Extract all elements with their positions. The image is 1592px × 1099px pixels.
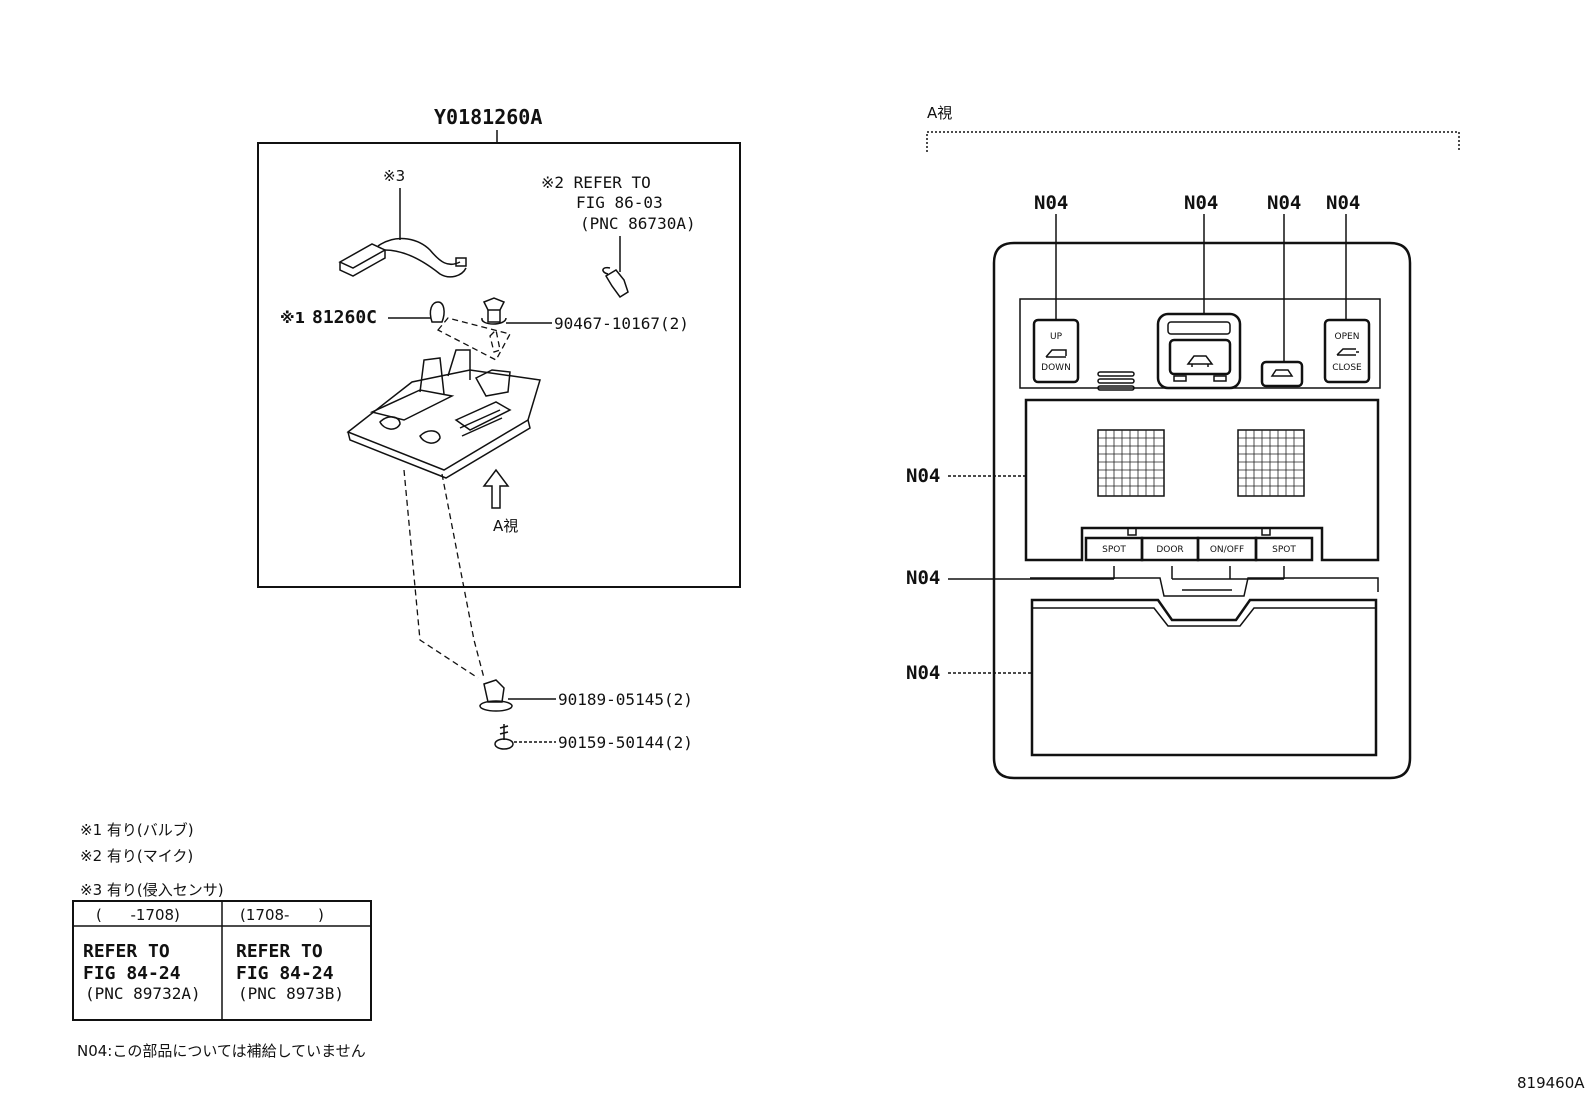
lamp-lens-right (1237, 429, 1305, 497)
table-cell-1-line2[interactable]: FIG 84-24 (83, 963, 181, 984)
callout-n04-6-leader (948, 566, 1285, 580)
clip-dash-guide (489, 328, 501, 353)
door-label: DOOR (1156, 545, 1183, 555)
close-label: CLOSE (1332, 363, 1362, 373)
view-a-title: A視 (927, 104, 952, 122)
vehicle-small-icon (1270, 369, 1294, 377)
table-cell-2-line3[interactable]: (PNC 8973B) (238, 984, 344, 1003)
footer-note: N04:この部品については補給していません (77, 1042, 366, 1060)
vent-slots (1097, 371, 1135, 391)
callout-n04-2: N04 (1184, 192, 1218, 214)
up-label: UP (1050, 332, 1063, 342)
clip-90467-part-number[interactable]: 90467-10167(2) (554, 314, 689, 333)
lamp-panel (1024, 398, 1380, 562)
note-3: ※3 有り(侵入センサ) (80, 881, 224, 899)
table-cell-2-line2[interactable]: FIG 84-24 (236, 963, 334, 984)
sunglass-holder-lid[interactable] (1030, 598, 1378, 757)
down-label: DOWN (1041, 363, 1071, 373)
callout-n04-3: N04 (1267, 192, 1301, 214)
note-1: ※1 有り(バルブ) (80, 821, 194, 839)
open-label: OPEN (1335, 332, 1360, 342)
clip-dash-line-left (403, 469, 479, 679)
view-a-arrow-icon (482, 468, 510, 509)
note3-marker: ※3 (383, 167, 405, 185)
clip-90189-icon (479, 679, 513, 712)
spot-right-button[interactable]: SPOT (1254, 536, 1314, 562)
on-off-label: ON/OFF (1210, 545, 1244, 555)
intrusion-sensor-harness[interactable] (338, 188, 467, 278)
small-vehicle-button[interactable] (1260, 360, 1304, 388)
door-button[interactable]: DOOR (1140, 536, 1200, 562)
note-2: ※2 有り(マイク) (80, 847, 193, 865)
callout-n04-1: N04 (1034, 192, 1068, 214)
open-close-switch[interactable]: OPEN CLOSE (1323, 318, 1371, 384)
callout-n04-5: N04 (906, 465, 940, 487)
sensor-table (72, 900, 372, 1021)
sunroof-slide-icon (1336, 348, 1359, 356)
assembly-frame (257, 142, 741, 588)
note2-line3: (PNC 86730A) (580, 214, 696, 233)
up-down-switch[interactable]: UP DOWN (1032, 318, 1080, 384)
bulb-marker: ※1 (280, 309, 305, 327)
microphone-part[interactable] (602, 236, 629, 299)
screw-90159-icon (494, 724, 514, 750)
table-cell-1-line1[interactable]: REFER TO (83, 941, 170, 962)
clip-90189-part-number[interactable]: 90189-05145(2) (558, 690, 693, 709)
vehicle-icon (1186, 355, 1214, 367)
view-a-bracket (926, 131, 1460, 152)
note2-line1: ※2 REFER TO (541, 173, 651, 192)
clip-90467-icon (481, 297, 507, 325)
bulb-dash-guide (436, 317, 511, 361)
sunroof-tilt-icon (1045, 349, 1067, 358)
screw-90159-part-number[interactable]: 90159-50144(2) (558, 733, 693, 752)
roof-console-housing[interactable] (346, 349, 541, 479)
assembly-part-number[interactable]: Y0181260A (434, 105, 542, 129)
spot-right-label: SPOT (1272, 545, 1296, 555)
table-cell-2-line1[interactable]: REFER TO (236, 941, 323, 962)
bulb-icon (429, 301, 445, 323)
holder-upper-outline (1030, 577, 1379, 597)
spot-left-label: SPOT (1102, 545, 1126, 555)
callout-n04-4: N04 (1326, 192, 1360, 214)
on-off-button[interactable]: ON/OFF (1196, 536, 1258, 562)
table-header-2: (1708- ) (240, 906, 324, 924)
table-header-1: ( -1708) (96, 906, 180, 924)
note2-line2: FIG 86-03 (576, 193, 663, 212)
spot-left-button[interactable]: SPOT (1084, 536, 1144, 562)
bulb-part-number[interactable]: 81260C (312, 307, 377, 328)
callout-n04-6: N04 (906, 567, 940, 589)
center-module[interactable] (1156, 312, 1242, 390)
lamp-lens-left (1097, 429, 1165, 497)
console-outer-frame (992, 241, 1412, 780)
spot-left-indicator (1127, 527, 1137, 536)
spot-right-indicator (1261, 527, 1271, 536)
table-cell-1-line3[interactable]: (PNC 89732A) (85, 984, 201, 1003)
switch-panel-frame (1019, 298, 1381, 389)
clip-dash-line-right (441, 473, 485, 679)
holder-lid-edge (1032, 607, 1376, 627)
view-a-label: A視 (493, 517, 518, 535)
figure-id: 819460A (1517, 1074, 1585, 1092)
callout-n04-7: N04 (906, 662, 940, 684)
